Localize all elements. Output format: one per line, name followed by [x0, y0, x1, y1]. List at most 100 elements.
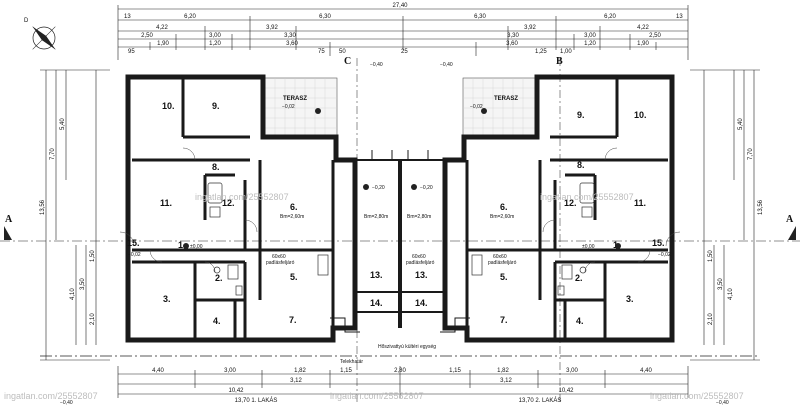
left-dimension-texts: 13,56 7,70 5,40 4,10 3,50 1,50 2,10 — [40, 118, 96, 325]
level-bottom-left: −0,40 — [60, 400, 73, 406]
room-height-left: Bm=2,60m — [280, 214, 304, 220]
room-label: 9. — [577, 110, 585, 120]
dim-total-1: 13,70 1. LAKÁS — [235, 397, 278, 404]
top-dimension-chains — [117, 5, 689, 60]
room-label: 11. — [634, 198, 646, 208]
room-label: 4. — [576, 316, 584, 326]
terrace-right-label: TERASZ — [494, 96, 518, 102]
dim-small-1: 13 — [124, 14, 131, 20]
terrace-right-level: −0,02 — [470, 104, 483, 110]
door-swings — [119, 147, 681, 273]
level-entry-left: −0,02 — [128, 252, 141, 258]
dim-b8: 3,00 — [566, 368, 578, 374]
dim-3-3: 3,30 — [284, 33, 296, 39]
hatch-label-left: padlásfeljáró — [266, 260, 295, 266]
room-numbers-left: 10. 9. 8. 11. 12. 6. 15. 1. 2. 3. 4. 5. … — [127, 101, 383, 326]
dim-2-4: 4,22 — [637, 25, 649, 31]
dim-small-7: 1,00 — [560, 49, 572, 55]
room-label: 13. — [370, 270, 383, 280]
room-label: 12. — [564, 198, 577, 208]
top-dimension-texts: 27,40 6,20 6,30 6,30 6,20 4,22 3,92 3,92… — [124, 3, 683, 55]
room-label: 11. — [160, 198, 172, 208]
dim-r7: 2,10 — [708, 313, 714, 325]
level-notes: −0,40 −0,40 −0,20 −0,20 ±0,00 ±0,00 −0,0… — [60, 62, 729, 406]
dim-2-2: 3,92 — [266, 25, 278, 31]
section-line-c: C — [344, 56, 358, 405]
watermarks: ingatlan.com/25552807 ingatlan.com/25552… — [4, 192, 744, 401]
watermark-text: ingatlan.com/25552807 — [195, 192, 289, 202]
hatch-label-center: padlásfeljáró — [406, 260, 435, 266]
dim-4-1: 1,90 — [157, 41, 169, 47]
terrace-left-label: TERASZ — [283, 96, 307, 102]
level-hall-left: ±0,00 — [190, 244, 203, 250]
dim-top-2: 6,30 — [319, 14, 331, 20]
dim-l1: 13,56 — [40, 199, 46, 215]
dim-3-4: 3,30 — [507, 33, 519, 39]
room-label: 7. — [289, 315, 297, 325]
room-label: 8. — [212, 162, 220, 172]
watermark-text: ingatlan.com/25552807 — [330, 391, 424, 401]
hatch-size-left: 60x60 — [272, 254, 286, 260]
room-label: 14. — [370, 298, 383, 308]
left-dimension-chains — [40, 69, 110, 361]
dim-3-2: 3,00 — [209, 33, 221, 39]
dim-top-3: 6,30 — [474, 14, 486, 20]
dim-overall: 27,40 — [392, 3, 408, 9]
level-top-left: −0,40 — [370, 62, 383, 68]
dim-l3: 5,40 — [60, 118, 66, 130]
level-top-right: −0,40 — [440, 62, 453, 68]
garage-height-left: Bm=2,80m — [364, 214, 388, 220]
dim-4-6: 1,90 — [637, 41, 649, 47]
dim-b4: 1,15 — [340, 368, 352, 374]
boundary-note: Telekhatár — [340, 359, 363, 365]
section-b-top: B — [556, 56, 563, 67]
watermark-text: ingatlan.com/25552807 — [540, 192, 634, 202]
room-label: 15. — [652, 238, 665, 248]
hatch-label-right: padlásfeljáró — [488, 260, 517, 266]
north-label: D — [24, 18, 29, 24]
dim-b5: 2,80 — [394, 368, 406, 374]
dim-top-1: 6,20 — [184, 14, 196, 20]
room-numbers-right: 9. 10. 8. 12. 11. 6. 15. 1. 2. 3. 4. 5. … — [415, 110, 665, 326]
dim-total-2: 13,70 2. LAKÁS — [519, 397, 562, 404]
dim-4-3: 3,60 — [286, 41, 298, 47]
room-height-right: Bm=2,60m — [490, 214, 514, 220]
right-dimension-chains — [690, 69, 760, 361]
level-hall-right: ±0,00 — [582, 244, 595, 250]
dim-r1: 13,56 — [758, 199, 764, 215]
dim-3-6: 2,50 — [649, 33, 661, 39]
dim-b7: 1,82 — [497, 368, 509, 374]
dim-l4: 4,10 — [70, 288, 76, 300]
bottom-dimension-chains — [117, 366, 689, 398]
room-label: 5. — [290, 272, 298, 282]
section-a-left: A — [5, 214, 13, 225]
room-label: 12. — [222, 198, 235, 208]
room-label: 1. — [178, 240, 186, 250]
dim-small-8: 13 — [676, 14, 683, 20]
garage-height-right: Bm=2,80m — [407, 214, 431, 220]
room-label: 2. — [575, 273, 583, 283]
dim-l6: 1,50 — [90, 250, 96, 262]
level-entry-right: −0,02 — [658, 252, 671, 258]
dim-4-4: 3,60 — [506, 41, 518, 47]
level-markers — [183, 108, 621, 249]
dim-r3: 5,40 — [738, 118, 744, 130]
dim-r4: 4,10 — [728, 288, 734, 300]
dim-r2: 7,70 — [748, 148, 754, 160]
heat-pump-note: Hőszivattyú kültéri egység — [378, 344, 436, 350]
dim-3-1: 2,50 — [141, 33, 153, 39]
garage-core — [330, 150, 470, 333]
level-garage-left: −0,20 — [372, 185, 385, 191]
hatch-size-right: 60x60 — [493, 254, 507, 260]
section-a-right: A — [786, 214, 794, 225]
dim-b2: 3,00 — [224, 368, 236, 374]
right-dimension-texts: 13,56 7,70 5,40 4,10 3,50 1,50 2,10 — [708, 118, 764, 325]
dim-b10: 3,12 — [290, 378, 302, 384]
dim-r6: 1,50 — [708, 250, 714, 262]
level-bottom-right: −0,40 — [716, 400, 729, 406]
dim-top-4: 6,20 — [604, 14, 616, 20]
bathroom-fixtures — [207, 182, 595, 296]
dim-b6: 1,15 — [449, 368, 461, 374]
north-arrow: D — [24, 18, 56, 50]
